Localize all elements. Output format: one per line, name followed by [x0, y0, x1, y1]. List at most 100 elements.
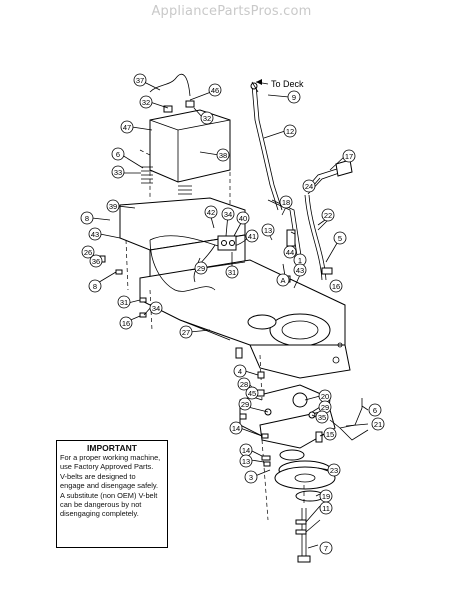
notice-line: A substitute (non OEM) V-belt — [60, 490, 158, 500]
battery-cable — [149, 73, 191, 97]
callout-label: 44 — [286, 248, 294, 257]
callout-label: 9 — [292, 93, 296, 102]
watermark-text: AppliancePartsPros.com — [151, 4, 312, 19]
callout-label: 31 — [120, 298, 128, 307]
callout-label: 32 — [203, 114, 211, 123]
callout-bubble: 16 — [329, 279, 343, 293]
callout-label: 12 — [286, 127, 294, 136]
callout-bubble: 35 — [315, 410, 329, 424]
callout-label: 35 — [318, 413, 326, 422]
callout-label: 19 — [322, 492, 330, 501]
callout-label: 7 — [324, 544, 328, 553]
callout-bubble: 11 — [319, 501, 333, 515]
notice-line: For a proper working machine, — [60, 453, 161, 462]
callout-label: 43 — [91, 230, 99, 239]
callout-label: 16 — [332, 282, 340, 291]
callout-bubble: 6 — [368, 403, 382, 417]
callout-bubble: 20 — [318, 389, 332, 403]
callout-label: 34 — [152, 304, 160, 313]
callout-bubble: 3 — [244, 470, 258, 484]
callout-bubble: 43 — [88, 227, 102, 241]
callout-bubble: 4 — [233, 364, 247, 378]
callout-label: 5 — [338, 234, 342, 243]
callout-bubble: 46 — [208, 83, 222, 97]
callout-label: 29 — [321, 403, 329, 412]
callout-label: 15 — [326, 430, 334, 439]
callout-label: 13 — [242, 457, 250, 466]
callout-label: 29 — [241, 400, 249, 409]
callout-label: 6 — [116, 150, 120, 159]
callout-bubble: 21 — [371, 417, 385, 431]
callout-bubble: 37 — [133, 73, 147, 87]
callout-label: 17 — [345, 152, 353, 161]
callout-bubble: 17 — [342, 149, 356, 163]
to-deck-label: To Deck — [271, 79, 304, 89]
callout-bubble: 32 — [200, 111, 214, 125]
callout-label: 8 — [93, 282, 97, 291]
callout-label: A — [280, 276, 285, 285]
callout-bubble: 12 — [283, 124, 297, 138]
engagement-rod — [250, 81, 283, 211]
callout-bubble: 14 — [229, 421, 243, 435]
callout-label: 39 — [109, 202, 117, 211]
callout-label: 36 — [92, 257, 100, 266]
callout-label: 40 — [239, 214, 247, 223]
callout-bubble: 5 — [333, 231, 347, 245]
callout-label: 45 — [248, 389, 256, 398]
callout-bubble: 13 — [261, 223, 275, 237]
notice-line: disengaging completely. — [60, 509, 139, 519]
battery-tray — [139, 149, 231, 205]
callout-label: 37 — [136, 76, 144, 85]
callout-bubble: 22 — [321, 208, 335, 222]
callout-bubble: A — [276, 273, 290, 287]
notice-line: use Factory Approved Parts. — [60, 462, 154, 472]
callout-bubble: 36 — [89, 254, 103, 268]
callout-bubble: 8 — [88, 279, 102, 293]
hardware — [94, 255, 333, 535]
callout-label: 41 — [248, 232, 256, 241]
callout-label: 47 — [123, 123, 131, 132]
callout-bubble: 47 — [120, 120, 134, 134]
callout-bubble: 43 — [293, 263, 307, 277]
callout-group: 37 46 32 32 47 6 33 38 9 12 17 24 39 8 4… — [80, 73, 385, 555]
callout-bubble: 19 — [319, 489, 333, 503]
callout-bubble: 8 — [80, 211, 94, 225]
callout-label: 24 — [305, 182, 313, 191]
leader-lines — [91, 81, 369, 549]
callout-bubble: 42 — [204, 205, 218, 219]
callout-bubble: 28 — [237, 377, 251, 391]
callout-label: 13 — [264, 226, 272, 235]
callout-label: 23 — [330, 466, 338, 475]
callout-bubble: 27 — [179, 325, 193, 339]
callout-bubble: 9 — [287, 90, 301, 104]
callout-bubble: 31 — [117, 295, 131, 309]
callout-bubble: 44 — [283, 245, 297, 259]
callout-label: 4 — [238, 367, 242, 376]
callout-label: 21 — [374, 420, 382, 429]
lift-rod — [304, 194, 327, 281]
notice-line: engage and disengage safely. — [60, 481, 159, 491]
to-deck-arrow — [255, 79, 269, 85]
callout-label: 38 — [219, 151, 227, 160]
battery — [149, 100, 231, 183]
callout-label: 33 — [114, 168, 122, 177]
callout-label: 20 — [321, 392, 329, 401]
notice-line: can be dangerous by not — [60, 500, 142, 510]
callout-label: 42 — [207, 208, 215, 217]
callout-label: 26 — [84, 248, 92, 257]
callout-bubble: 6 — [111, 147, 125, 161]
callout-bubble: 45 — [245, 386, 259, 400]
notice-title: IMPORTANT — [87, 443, 137, 453]
callout-label: 28 — [240, 380, 248, 389]
callout-bubble: 34 — [221, 207, 235, 221]
callout-label: 32 — [142, 98, 150, 107]
callout-label: 18 — [282, 198, 290, 207]
callout-bubble: 15 — [323, 427, 337, 441]
callout-label: 3 — [249, 473, 253, 482]
callout-label: 8 — [85, 214, 89, 223]
callout-label: 14 — [232, 424, 240, 433]
callout-bubble: 31 — [225, 265, 239, 279]
callout-label: 6 — [373, 406, 377, 415]
callout-label: 14 — [242, 446, 250, 455]
